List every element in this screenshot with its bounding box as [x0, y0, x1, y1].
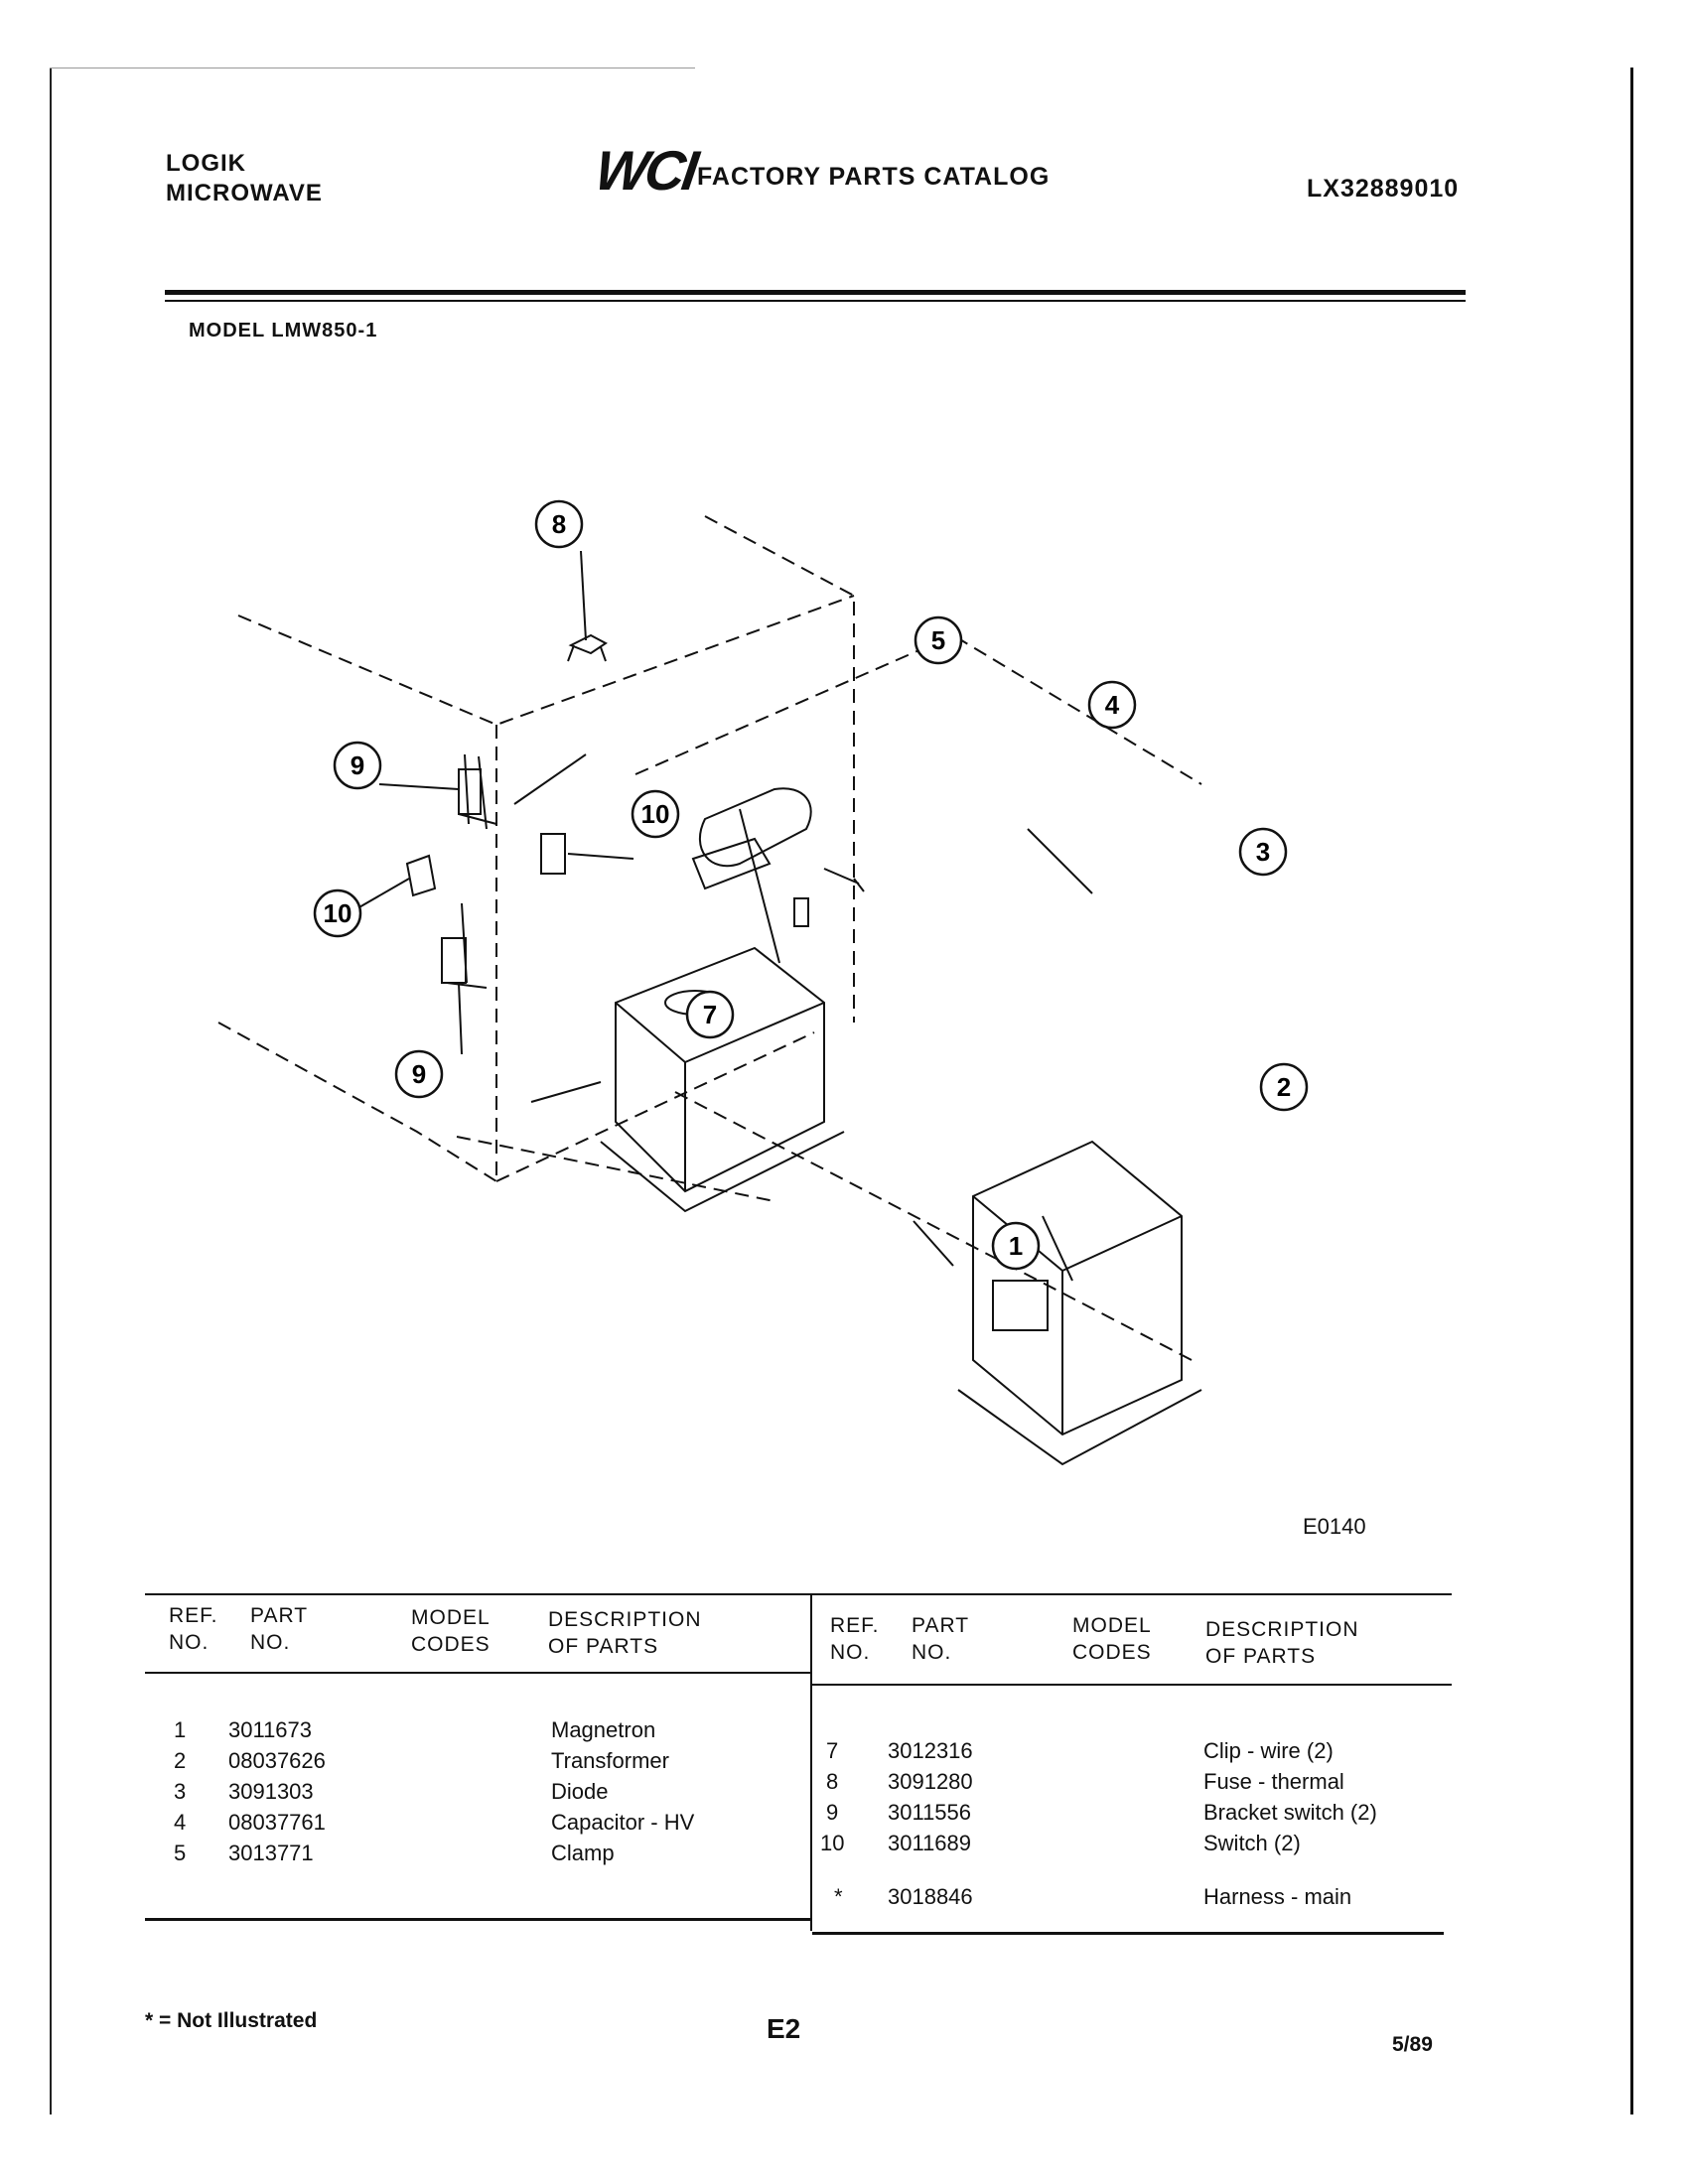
- part-no: 3091303: [228, 1779, 314, 1804]
- wire-clip-part: [793, 897, 809, 927]
- part-no: 08037761: [228, 1810, 326, 1835]
- svg-text:3: 3: [1256, 837, 1270, 867]
- description: Clamp: [551, 1841, 615, 1865]
- part-no: 08037626: [228, 1748, 326, 1773]
- cabinet-outline: [217, 515, 1202, 1361]
- svg-text:10: 10: [324, 898, 352, 928]
- bracket-switch-lower: [441, 902, 488, 989]
- ref-no: 2: [174, 1748, 187, 1773]
- svg-text:7: 7: [703, 1000, 717, 1029]
- part-no: 3011689: [888, 1831, 972, 1855]
- model-label: MODEL LMW850-1: [189, 320, 378, 341]
- part-no: 3018846: [888, 1884, 973, 1909]
- ref-no: 7: [826, 1738, 839, 1763]
- ref-no: 9: [826, 1800, 839, 1825]
- table-bottom-rule-right: [812, 1932, 1444, 1935]
- callout-4: 4: [1087, 680, 1137, 730]
- callout-3: 3: [1238, 827, 1288, 877]
- part-no: 3011673: [228, 1717, 313, 1742]
- callouts: 8 9 10 10 9 5 4 3: [313, 499, 1309, 1271]
- description: Clip - wire (2): [1203, 1738, 1334, 1763]
- brand-line-2: MICROWAVE: [166, 180, 323, 206]
- header-rule-thick: [165, 290, 1466, 295]
- figure-code: E0140: [1303, 1514, 1366, 1539]
- transformer-part: [957, 1140, 1202, 1466]
- description: Capacitor - HV: [551, 1810, 695, 1835]
- catalog-number: LX32889010: [1307, 175, 1460, 203]
- callout-7: 7: [685, 990, 735, 1039]
- clamp-part: [691, 837, 772, 890]
- brand-block: LOGIK MICROWAVE: [166, 149, 323, 208]
- brand-line-1: LOGIK: [166, 150, 246, 177]
- part-no: 3012316: [888, 1738, 973, 1763]
- description: Magnetron: [551, 1717, 656, 1742]
- table-header-rule-right: [812, 1684, 1452, 1686]
- capacitor-part: [699, 787, 812, 868]
- wci-logo: WCI: [591, 139, 700, 202]
- ref-no: 4: [174, 1810, 187, 1835]
- parts-diagram: 8 9 10 10 9 5 4 3: [217, 499, 1309, 1466]
- callout-10-lower: 10: [313, 888, 362, 938]
- not-illustrated-note: * = Not Illustrated: [145, 2009, 318, 2032]
- table-header-rule-left: [145, 1672, 810, 1674]
- page-number: E2: [767, 2013, 801, 2044]
- switch-upper: [540, 833, 566, 875]
- svg-text:2: 2: [1277, 1072, 1291, 1102]
- callout-1: 1: [991, 1221, 1041, 1271]
- callout-9-upper: 9: [333, 741, 382, 790]
- ref-no: 3: [174, 1779, 187, 1804]
- table-top-rule: [145, 1593, 1452, 1595]
- switch-lower: [405, 854, 437, 897]
- ref-no: 10: [820, 1831, 845, 1855]
- description: Diode: [551, 1779, 609, 1804]
- callout-9-lower: 9: [394, 1049, 444, 1099]
- svg-text:5: 5: [931, 625, 945, 655]
- callout-10-upper: 10: [631, 789, 680, 839]
- part-no: 3091280: [888, 1769, 973, 1794]
- table-bottom-rule-left: [145, 1918, 810, 1921]
- diode-part: [823, 868, 865, 892]
- svg-text:10: 10: [641, 799, 670, 829]
- description: Switch (2): [1203, 1831, 1301, 1855]
- part-no: 3011556: [888, 1800, 972, 1825]
- svg-text:4: 4: [1105, 690, 1120, 720]
- bracket-switch-upper: [458, 753, 497, 830]
- description: Harness - main: [1203, 1884, 1352, 1909]
- magnetron-part: [600, 946, 845, 1213]
- callout-leaders: [356, 550, 1093, 1282]
- page-date: 5/89: [1392, 2033, 1433, 2056]
- callout-2: 2: [1259, 1062, 1309, 1112]
- description: Transformer: [551, 1748, 669, 1773]
- ref-no: *: [834, 1884, 843, 1909]
- ref-no: 8: [826, 1769, 839, 1794]
- svg-text:9: 9: [351, 751, 364, 780]
- svg-text:1: 1: [1009, 1231, 1023, 1261]
- callout-8: 8: [534, 499, 584, 549]
- page-left-border: [50, 68, 52, 2115]
- svg-text:8: 8: [552, 509, 566, 539]
- catalog-title: FACTORY PARTS CATALOG: [697, 163, 1051, 191]
- header-rule-thin: [165, 300, 1466, 302]
- table-column-divider: [810, 1593, 812, 1931]
- ref-no: 5: [174, 1841, 187, 1865]
- description: Bracket switch (2): [1203, 1800, 1377, 1825]
- page-right-border: [1630, 68, 1633, 2115]
- description: Fuse - thermal: [1203, 1769, 1344, 1794]
- part-no: 3013771: [228, 1841, 314, 1865]
- header-ref-right: REF.NO.: [830, 1614, 880, 1664]
- svg-text:9: 9: [412, 1059, 426, 1089]
- callout-5: 5: [914, 615, 963, 665]
- thermal-fuse-part: [567, 633, 608, 662]
- header-ref-left: REF.NO.: [169, 1604, 218, 1654]
- ref-no: 1: [174, 1717, 187, 1742]
